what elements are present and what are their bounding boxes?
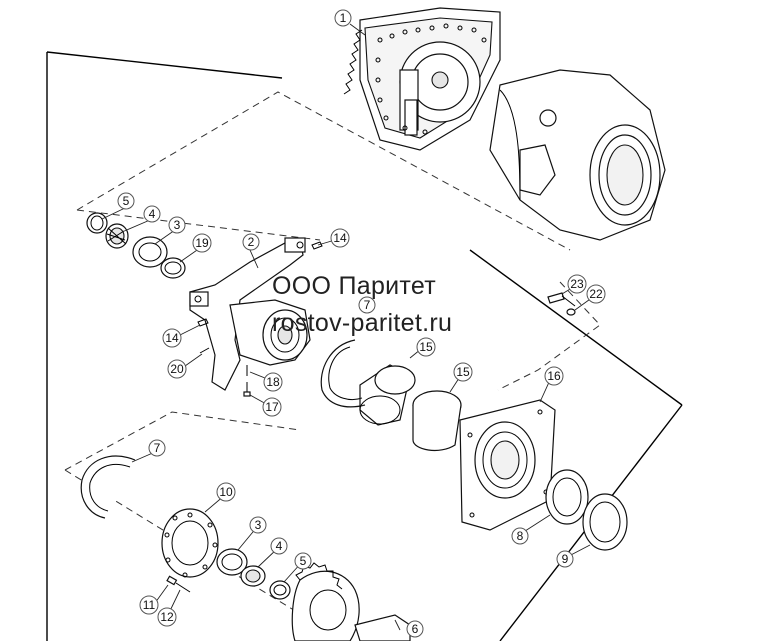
part-14-screw-lower [197,318,209,327]
callout-5b-label: 5 [300,554,307,568]
callout-15a: 15 [416,337,436,357]
callout-15b-label: 15 [456,365,470,379]
part-14-screw-upper [311,241,323,250]
callout-8-label: 8 [517,529,524,543]
dashed-group-top [76,91,571,251]
callout-19-label: 19 [195,236,209,250]
callout-23-label: 23 [570,277,584,291]
callout-14a: 14 [330,228,350,248]
callout-7b-label: 7 [154,441,161,455]
part-10-friction-disc [161,508,219,578]
callout-10: 10 [216,482,236,502]
part-19-ring [160,257,186,279]
callout-1-label: 1 [340,11,347,25]
part-5-seal-ring [86,212,108,234]
callout-6: 6 [406,620,424,638]
part-2-carrier-bracket [189,237,311,391]
part-15-sleeve-upper [359,364,416,426]
callout-7b: 7 [148,439,166,457]
callout-11: 11 [139,595,159,615]
callout-15a-label: 15 [419,340,433,354]
part-4-bearing [105,223,129,249]
callout-10-label: 10 [219,485,233,499]
callout-4b: 4 [270,537,288,555]
callout-6-label: 6 [412,622,419,636]
watermark-company: ООО Паритет [272,272,437,300]
part-23-bolt [547,292,576,307]
callout-17-label: 17 [265,400,279,414]
callout-23: 23 [567,274,587,294]
part-7-snap-ring-upper [320,339,366,408]
watermark-site: rostov-paritet.ru [272,309,453,337]
callout-4a: 4 [143,205,161,223]
callout-20-label: 20 [170,362,184,376]
callout-3a: 3 [168,216,186,234]
part-4-bearing-lower [240,565,266,587]
callout-4a-label: 4 [149,207,156,221]
callout-12: 12 [157,607,177,627]
callout-14b: 14 [162,328,182,348]
callout-5b: 5 [294,552,312,570]
callout-22-label: 22 [589,287,603,301]
callout-15b: 15 [453,362,473,382]
callout-4b-label: 4 [276,539,283,553]
part-17-bolt [243,382,251,397]
part-3-race [132,236,168,268]
callout-3a-label: 3 [174,218,181,232]
part-5-seal-lower [269,580,291,600]
callout-14b-label: 14 [165,331,179,345]
leader-lines [101,23,594,631]
part-11-12-bolt [166,575,191,593]
callout-2: 2 [242,233,260,251]
part-8-gasket [545,469,589,525]
callout-3b: 3 [249,516,267,534]
callout-14a-label: 14 [333,231,347,245]
callout-18: 18 [263,372,283,392]
part-20-pin [199,347,210,354]
callout-1: 1 [334,9,352,27]
callout-2-label: 2 [248,235,255,249]
callout-19: 19 [192,233,212,253]
callout-20: 20 [167,359,187,379]
callout-7a-label: 7 [364,298,371,312]
callout-12-label: 12 [160,610,174,624]
callout-9: 9 [556,550,574,568]
callout-5a: 5 [117,192,135,210]
callout-11-label: 11 [143,598,156,612]
part-22-washer [566,308,576,316]
part-15-sleeve-lower [412,390,462,452]
part-housing [489,69,666,241]
callout-16-label: 16 [547,369,561,383]
part-3-race-lower [216,548,248,576]
part-16-flange-cover [459,399,556,531]
part-1-hub-assembly [343,7,501,151]
dashed-group-right [497,281,601,391]
part-6-sprocket [291,562,411,641]
callout-18-label: 18 [266,375,280,389]
callout-16: 16 [544,366,564,386]
callout-8: 8 [511,527,529,545]
callout-5a-label: 5 [123,194,130,208]
callout-17: 17 [262,397,282,417]
callout-9-label: 9 [562,552,569,566]
part-7-split-ring-lower [80,455,136,519]
callout-3b-label: 3 [255,518,262,532]
dashed-group-bottom [64,411,311,621]
callout-7a: 7 [358,296,376,314]
callout-22: 22 [586,284,606,304]
part-9-gasket [582,493,628,551]
